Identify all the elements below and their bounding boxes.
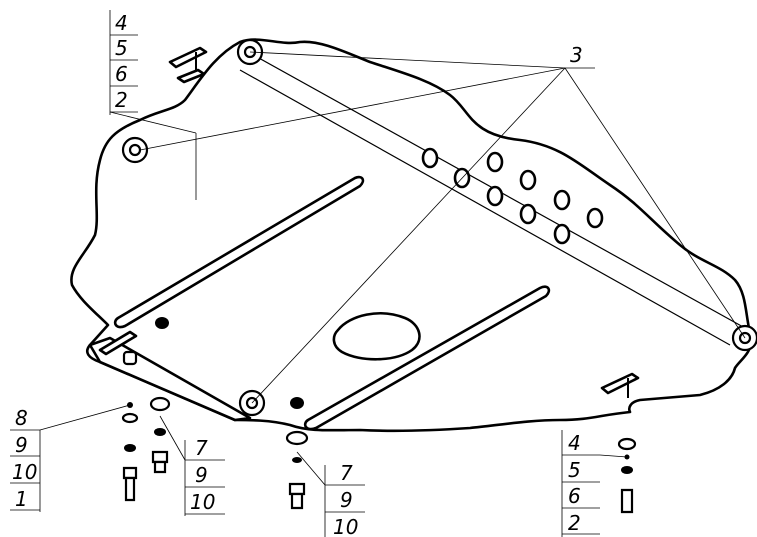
vent-hole [519,169,537,191]
rib-right [303,285,551,431]
channel-edge-bottom [239,69,731,346]
vent-hole [519,203,537,225]
callout-label: 10 [333,515,358,537]
callout-label: 2 [115,88,128,112]
vent-hole [553,223,571,245]
bracket-front-left [98,330,138,356]
callout-label: 6 [115,62,128,86]
vent-hole [486,151,504,173]
callout-stack-bottom-right: 4 5 6 2 [561,430,600,537]
callout-label: 4 [568,431,581,455]
vent-hole [586,207,604,229]
callout-stack-bottom-mid: 7 9 10 [324,461,365,537]
callout-label: 8 [15,406,28,430]
skid-plate-outline [70,38,754,433]
callout-label: 9 [340,488,353,512]
bracket-top-left [168,46,208,84]
callout-label: 7 [340,461,353,485]
vent-hole [486,185,504,207]
callout-label-3: 3 [570,43,583,67]
callout-stack-bottom-left: 8 9 10 1 [10,406,41,512]
callout-label: 10 [190,490,215,514]
mount-boss-left [121,136,149,164]
callout-label: 9 [15,433,28,457]
leader-lines [39,51,746,486]
callout-label: 6 [568,484,581,508]
vent-holes [421,147,604,245]
rib-left [113,175,365,329]
callout-label: 2 [568,511,581,535]
bracket-bottom-right [600,372,640,398]
vent-hole [421,147,439,169]
vent-hole [553,189,571,211]
callout-stack-top-left: 4 5 6 2 [109,10,138,115]
callout-stack-bottom-mid-left: 7 9 10 [184,436,225,516]
callout-label: 4 [115,11,128,35]
fastener-stack-right [617,437,637,514]
callout-label: 9 [195,463,208,487]
callout-label: 10 [12,460,37,484]
callout-label: 7 [195,436,208,460]
callout-label: 1 [15,487,28,511]
fastener-stack-mid [285,397,309,510]
fastener-stack-mid-left [149,317,171,474]
center-oval-hole [332,312,421,361]
fastener-stack-left [121,350,139,502]
callout-label: 5 [568,458,581,482]
callout-label: 5 [115,36,128,60]
